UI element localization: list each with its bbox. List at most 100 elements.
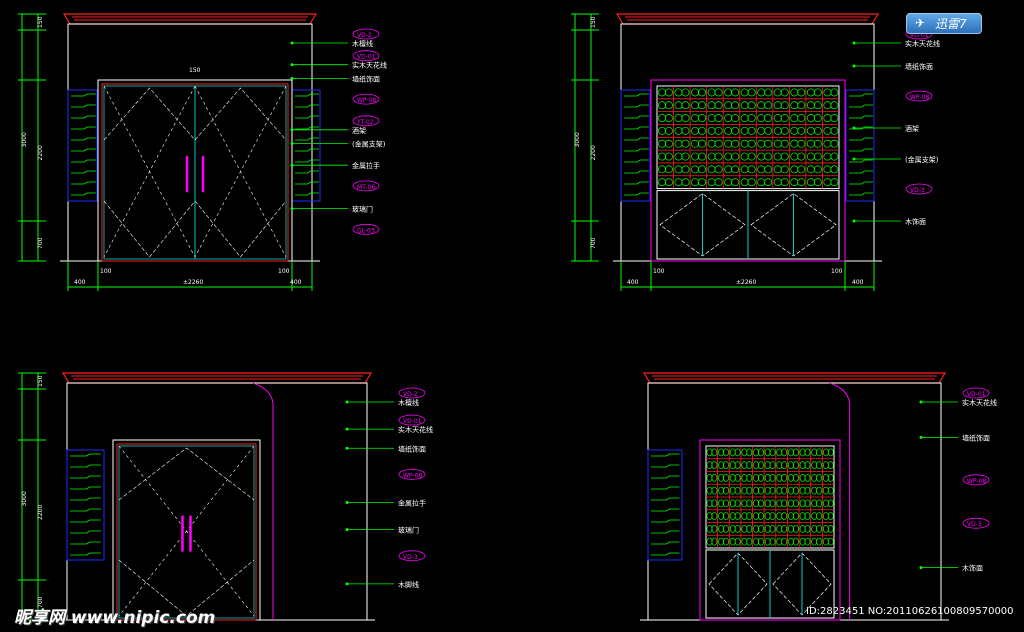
callout-tag-oval [352,93,380,105]
bottle-end [788,461,794,470]
bottle-end [747,165,756,174]
bottle-end [823,114,832,123]
wine-bottle [651,464,680,468]
bottle-end [797,114,806,123]
bottle-end [797,139,806,148]
bottle-end [664,178,673,187]
glass-pattern [103,87,196,258]
bottle-end [792,512,799,521]
bottle-end [813,126,822,135]
callout-tag: VD-01 [910,32,929,39]
thunder-badge[interactable]: ✈ 迅雷7 [906,13,982,34]
bottle-end [792,499,799,508]
dim-text: 100 [100,268,112,275]
callout-tag-oval [905,183,933,195]
cabinet-diamond [708,552,768,616]
leader-dot [290,163,294,167]
wine-bottle [71,115,96,119]
bottle-end [706,448,713,457]
callout-label: 木檀线 [398,398,419,407]
bottle-end [764,461,771,470]
wall-return [252,382,274,620]
bottle-end [804,524,811,533]
dim-text: 3000 [21,491,28,506]
bottle-end [714,165,723,174]
bottle-end [823,101,832,110]
bottle-end [827,499,834,508]
bottle-end [681,126,690,135]
bottle-end [657,101,666,110]
bottle-end [788,499,794,508]
bottle-end [698,126,706,135]
bottle-end [769,473,776,482]
wine-bottle [651,541,680,545]
bottle-end [799,473,806,482]
bottle-end [811,537,818,546]
bottle-end [747,178,756,187]
wine-bottle [295,170,319,174]
bottle-end [790,114,799,123]
bottle-end [714,178,723,187]
bottle-end [711,448,718,457]
wine-rack [647,449,683,561]
bottle-end [711,486,718,495]
bottle-end [681,178,690,187]
wine-bottle [624,115,649,119]
dim-text: 3000 [574,132,581,147]
bottle-end [746,499,753,508]
bottle-end [711,499,718,508]
wine-bottle [71,181,96,185]
bottle-end [657,139,666,148]
bottle-end [657,178,666,187]
bottle-end [746,512,753,521]
wine-bottle [70,486,101,490]
wall-outline [647,382,942,621]
bottle-end [758,486,764,495]
callout-tag: WP-08 [357,97,376,104]
bottle-end [797,126,806,135]
bottle-end [806,152,815,161]
ceiling-cornice [642,372,947,384]
bottle-end [753,499,759,508]
bottle-end [804,473,811,482]
bottle-end [711,512,718,521]
bottle-end [790,165,799,174]
bottle-end [734,473,741,482]
callout-tag: VD-3 [967,521,982,528]
bottle-end [780,178,789,187]
bottle-end [657,165,666,174]
bottle-end [799,524,806,533]
callout-tag: VD-2 [403,391,418,398]
bottle-end [788,486,794,495]
bottle-end [769,461,776,470]
wine-bottle [71,104,96,108]
leader-dot [345,501,349,504]
bottle-end [711,537,718,546]
callout-label: 酒架 [352,127,366,135]
bottle-end [740,126,749,135]
bottle-end [804,499,811,508]
bottle-end [718,524,725,533]
bottle-end [792,524,799,533]
bottle-end [740,139,749,148]
bottle-end [788,473,794,482]
bottle-end [764,512,771,521]
bottle-end [823,178,832,187]
bottle-end [691,165,700,174]
wine-bottle [71,192,96,196]
elevation-3: 30001502200700VD-2木檀线VD-01实木天花线墙纸饰面WP-08… [18,372,433,621]
bottle-end [731,101,740,110]
door-casing [116,443,257,621]
bottle-end [769,486,776,495]
callout-tag: GL-03 [357,227,375,234]
wine-bottle [849,159,873,163]
bottle-end [691,126,700,135]
bottle-end [698,178,706,187]
wine-bottle [624,126,649,130]
callout-label: 金属拉手 [398,499,426,508]
wine-bottle [70,552,101,556]
bottle-end [797,101,806,110]
callout-tag: VD-01 [967,391,986,398]
bottle-end [741,512,748,521]
wall-return [829,382,851,620]
